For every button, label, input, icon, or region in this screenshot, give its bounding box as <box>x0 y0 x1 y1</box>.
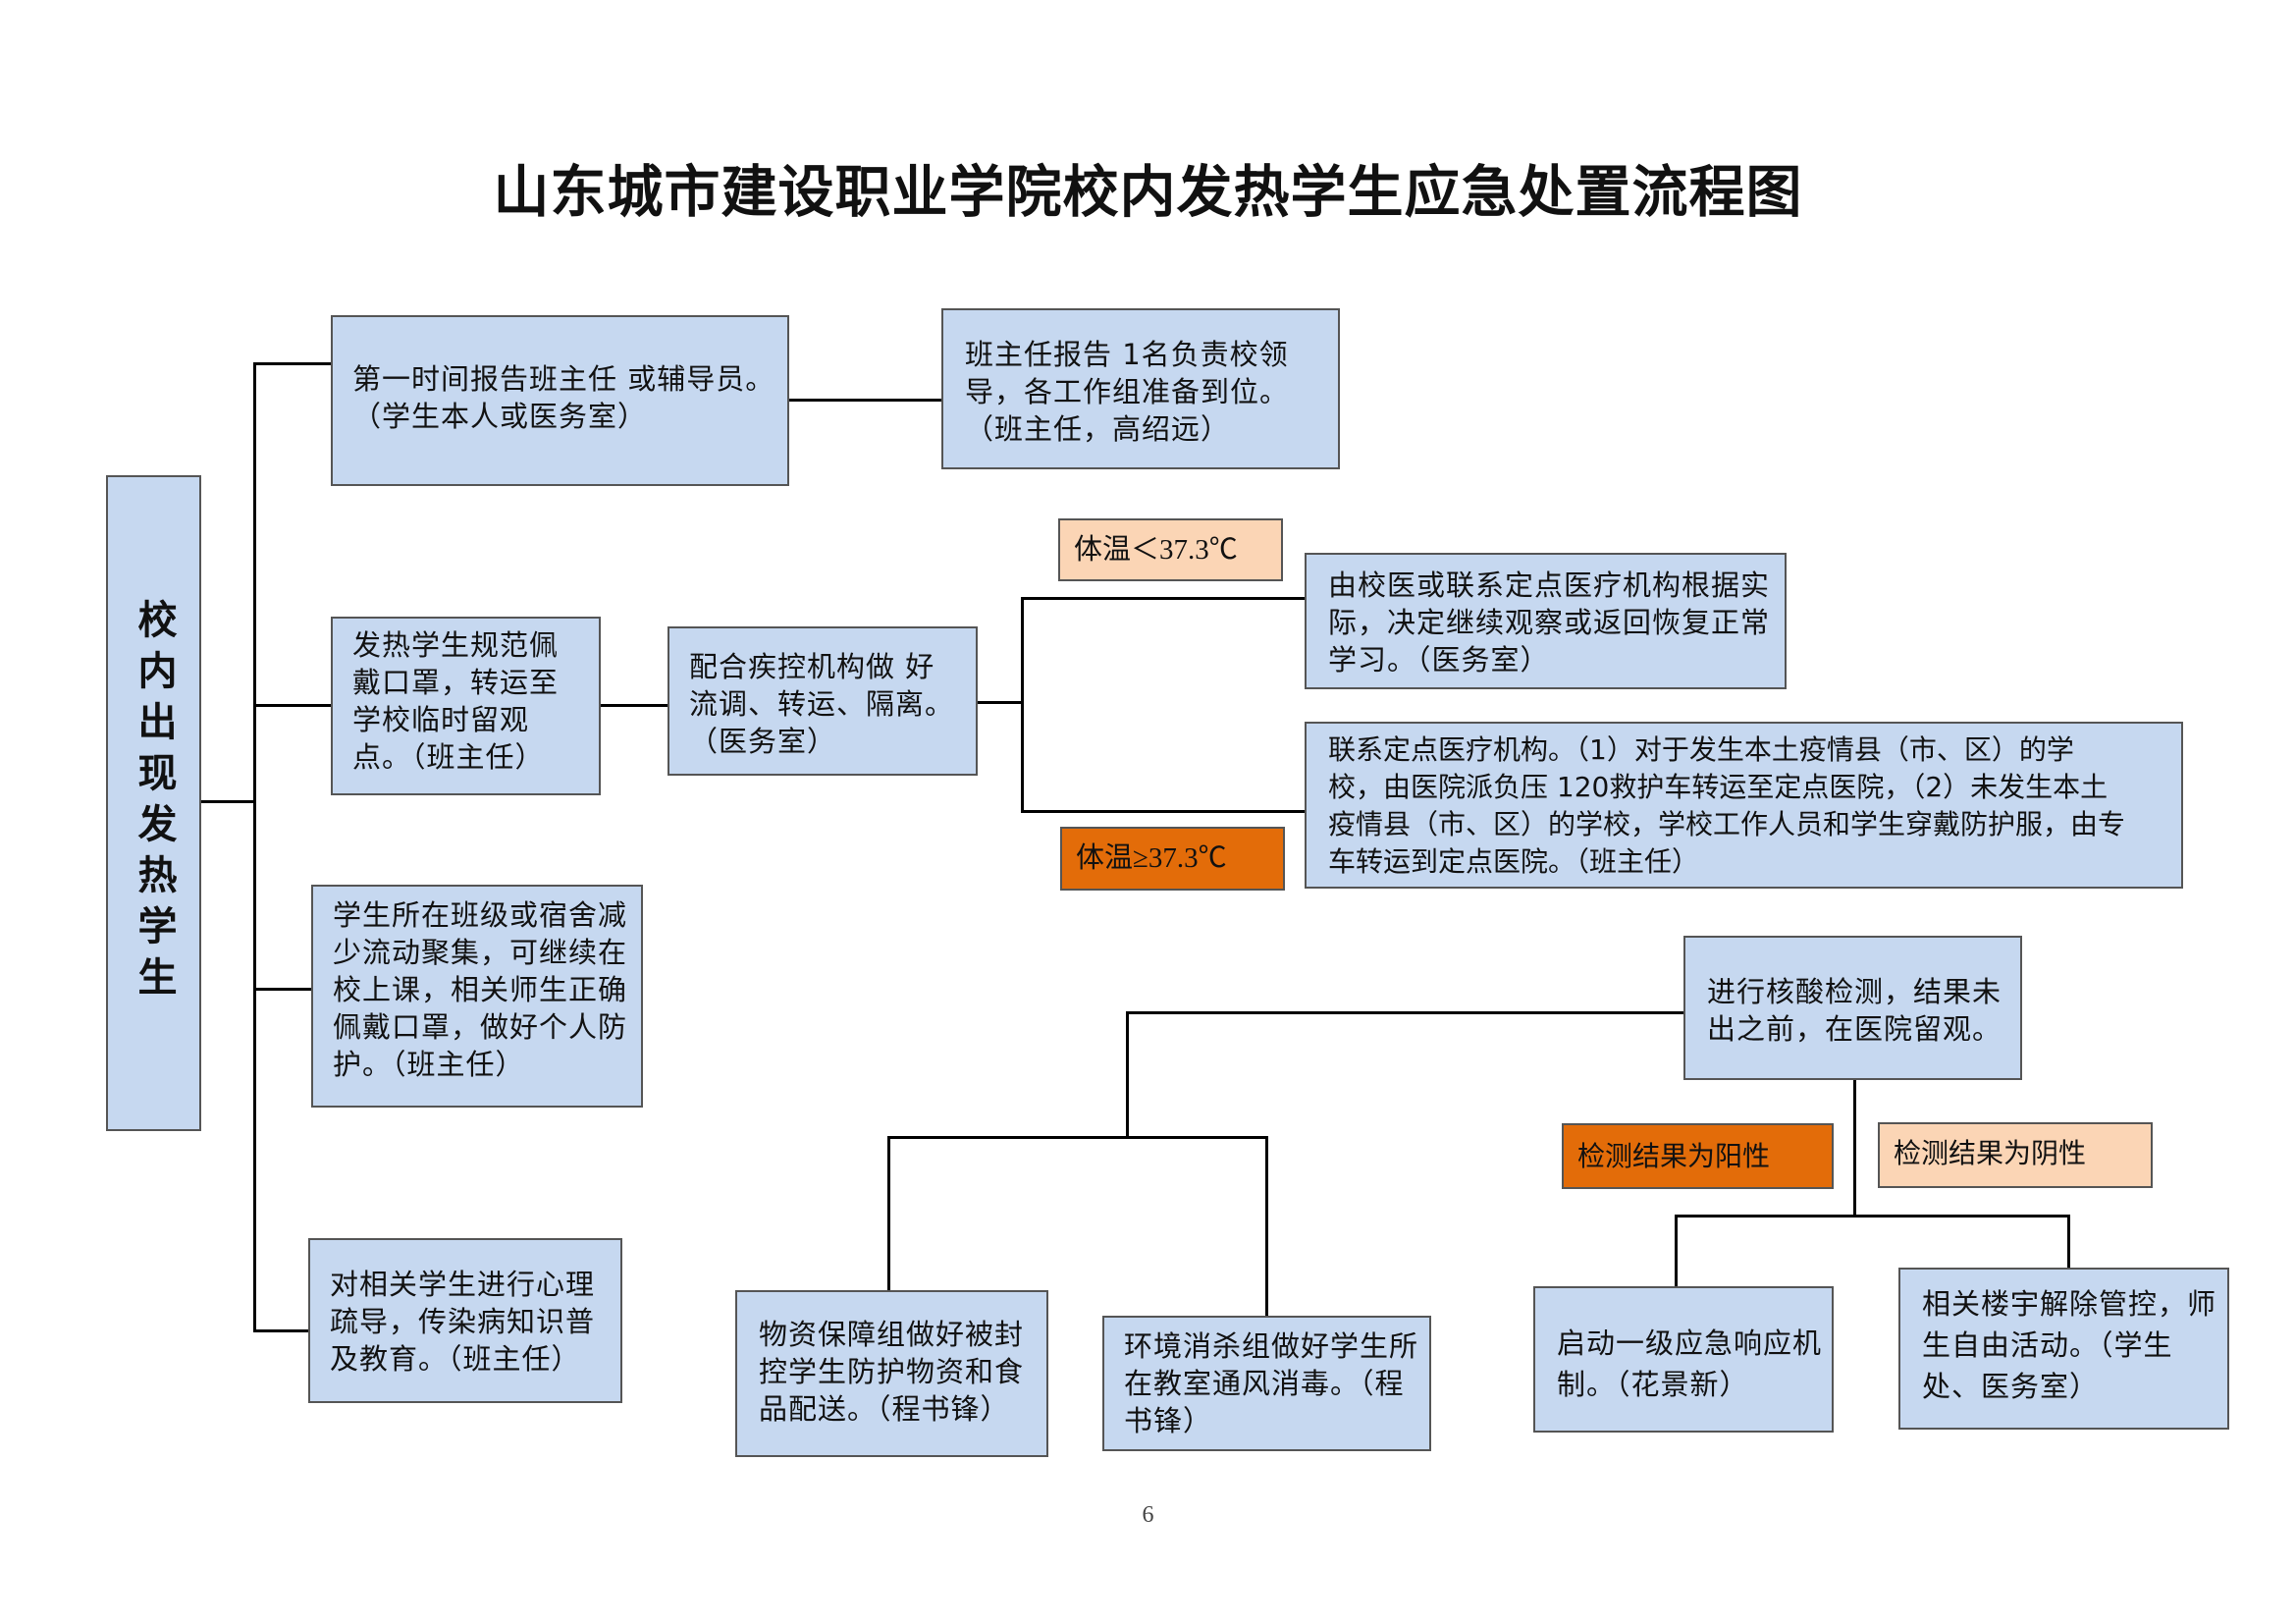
supply-text-2: 控学生防护物资和食 <box>759 1355 1025 1388</box>
psych-text-1: 对相关学生进行心理 <box>330 1268 596 1301</box>
supply-text-1: 物资保障组做好被封 <box>759 1318 1025 1351</box>
connector-cdc-out <box>977 701 1024 704</box>
mask-transfer-box: 发热学生规范佩 戴口罩，转运至 学校临时留观 点。（班主任） <box>331 617 601 795</box>
page-number: 6 <box>1142 1502 1154 1528</box>
connector-to-level1 <box>1675 1215 1678 1287</box>
head-text-3: （班主任，高绍远） <box>965 412 1231 446</box>
report-box: 第一时间报告班主任 或辅导员。 （学生本人或医务室） <box>331 315 789 486</box>
level1-text-1: 启动一级应急响应机 <box>1557 1326 1823 1360</box>
connector-nucleic-left <box>1126 1011 1684 1014</box>
head-teacher-box: 班主任报告 1名负责校领 导，各工作组准备到位。 （班主任，高绍远） <box>941 308 1340 469</box>
cdc-cooperation-box: 配合疾控机构做 好 流调、转运、隔离。 （医务室） <box>667 626 978 776</box>
temp-below-label: 体温＜37.3℃ <box>1058 518 1283 581</box>
root-label: 校内出现发热学生 <box>131 599 177 1007</box>
connector-to-hospital <box>1021 810 1306 813</box>
class-dorm-box: 学生所在班级或宿舍减 少流动聚集，可继续在 校上课，相关师生正确 佩戴口罩，做好… <box>311 885 643 1108</box>
cdc-text-2: 流调、转运、隔离。 <box>689 687 955 721</box>
class-text-1: 学生所在班级或宿舍减 <box>333 898 628 932</box>
mask-text-4: 点。（班主任） <box>352 740 545 774</box>
hospital-transfer-box: 联系定点医疗机构。（1）对于发生本土疫情县（市、区）的学 校，由医院派负压 12… <box>1305 722 2183 889</box>
connector-mask-to-cdc <box>600 704 668 707</box>
disinfect-box: 环境消杀组做好学生所 在教室通风消毒。（程 书锋） <box>1102 1316 1431 1451</box>
root-fever-student-box: 校内出现发热学生 <box>106 475 201 1131</box>
cdc-text-1: 配合疾控机构做 好 <box>689 650 935 683</box>
release-text-2: 生自由活动。（学生 <box>1922 1328 2173 1362</box>
nucleic-text-2: 出之前，在医院留观。 <box>1707 1012 2002 1046</box>
supply-box: 物资保障组做好被封 控学生防护物资和食 品配送。（程书锋） <box>735 1290 1048 1457</box>
class-text-4: 佩戴口罩，做好个人防 <box>333 1010 628 1044</box>
connector-to-observe <box>1021 597 1306 600</box>
observe-return-box: 由校医或联系定点医疗机构根据实 际，决定继续观察或返回恢复正常 学习。（医务室） <box>1305 553 1787 689</box>
supply-text-3: 品配送。（程书锋） <box>759 1392 1010 1426</box>
observe-text-1: 由校医或联系定点医疗机构根据实 <box>1328 568 1771 602</box>
connector-to-report <box>253 362 332 365</box>
mask-text-1: 发热学生规范佩 <box>352 628 560 662</box>
observe-text-2: 际，决定继续观察或返回恢复正常 <box>1328 606 1771 639</box>
level1-text-2: 制。（花景新） <box>1557 1368 1749 1401</box>
nucleic-text-1: 进行核酸检测，结果未 <box>1707 975 2002 1008</box>
release-text-1: 相关楼宇解除管控，师 <box>1922 1287 2217 1321</box>
temp-above-label: 体温≥37.3℃ <box>1060 827 1285 891</box>
disinfect-text-3: 书锋） <box>1124 1404 1213 1437</box>
connector-to-supply <box>887 1136 890 1291</box>
psych-text-2: 疏导，传染病知识普 <box>330 1305 596 1338</box>
page-title: 山东城市建设职业学院校内发热学生应急处置流程图 <box>493 160 1803 225</box>
level1-response-box: 启动一级应急响应机 制。（花景新） <box>1533 1286 1834 1433</box>
connector-result-bar <box>1675 1215 2070 1218</box>
connector-to-mask <box>253 704 332 707</box>
hospital-text-3: 疫情县（市、区）的学校，学校工作人员和学生穿戴防护服，由专 <box>1328 808 2126 840</box>
connector-nucleic-down <box>1853 1079 1856 1217</box>
cdc-text-3: （医务室） <box>689 725 837 758</box>
class-text-3: 校上课，相关师生正确 <box>333 973 628 1006</box>
connector-to-class <box>253 988 312 991</box>
connector-to-disinfect <box>1265 1136 1268 1317</box>
nucleic-test-box: 进行核酸检测，结果未 出之前，在医院留观。 <box>1683 936 2022 1080</box>
head-text-1: 班主任报告 1名负责校领 <box>965 338 1289 371</box>
release-text-3: 处、医务室） <box>1922 1370 2100 1403</box>
connector-support-bar <box>887 1136 1268 1139</box>
psych-counsel-box: 对相关学生进行心理 疏导，传染病知识普 及教育。（班主任） <box>308 1238 622 1403</box>
head-text-2: 导，各工作组准备到位。 <box>965 375 1290 408</box>
release-control-box: 相关楼宇解除管控，师 生自由活动。（学生 处、医务室） <box>1898 1268 2229 1430</box>
mask-text-2: 戴口罩，转运至 <box>352 666 560 699</box>
connector-to-psych <box>253 1329 308 1332</box>
connector-main-trunk <box>253 362 256 1331</box>
class-text-5: 护。（班主任） <box>333 1048 525 1081</box>
class-text-2: 少流动聚集，可继续在 <box>333 936 628 969</box>
report-text-1: 第一时间报告班主任 或辅导员。 <box>352 362 775 396</box>
psych-text-3: 及教育。（班主任） <box>330 1342 581 1376</box>
connector-temp-branch <box>1021 597 1024 813</box>
test-negative-label: 检测结果为阴性 <box>1878 1122 2153 1188</box>
hospital-text-4: 车转运到定点医院。（班主任） <box>1328 845 1700 878</box>
report-text-2: （学生本人或医务室） <box>352 400 648 433</box>
mask-text-3: 学校临时留观 <box>352 703 530 736</box>
observe-text-3: 学习。（医务室） <box>1328 643 1550 677</box>
disinfect-text-1: 环境消杀组做好学生所 <box>1124 1329 1419 1363</box>
test-positive-label: 检测结果为阳性 <box>1562 1123 1834 1189</box>
connector-report-to-head <box>789 399 942 402</box>
connector-to-release <box>2067 1215 2070 1269</box>
disinfect-text-2: 在教室通风消毒。（程 <box>1124 1367 1405 1400</box>
connector-root-to-trunk <box>200 800 255 803</box>
connector-nucleic-drop <box>1126 1011 1129 1139</box>
hospital-text-1: 联系定点医疗机构。（1）对于发生本土疫情县（市、区）的学 <box>1328 733 2074 766</box>
hospital-text-2: 校，由医院派负压 120救护车转运至定点医院，（2）未发生本土 <box>1328 771 2109 803</box>
